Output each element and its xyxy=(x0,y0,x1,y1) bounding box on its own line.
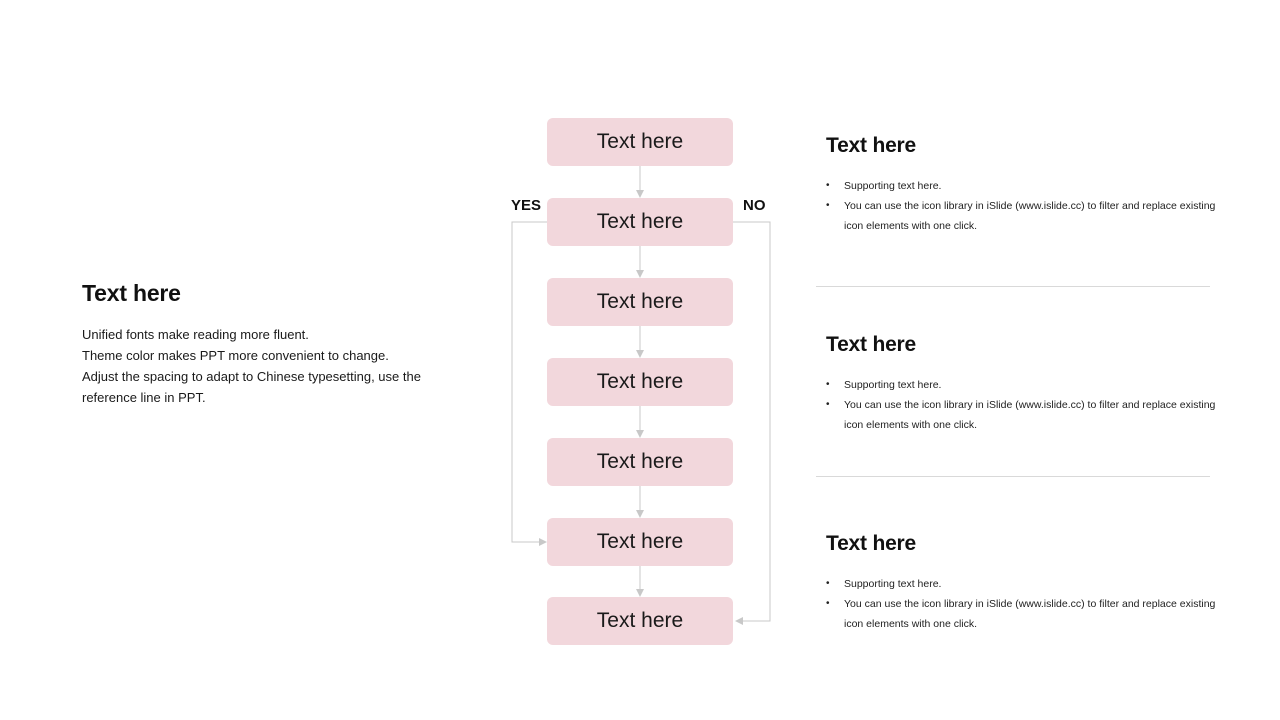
bullet-text: You can use the icon library in iSlide (… xyxy=(844,598,1216,630)
right-section-title: Text here xyxy=(826,532,917,555)
bullet-list: • Supporting text here. • You can use the … xyxy=(826,375,1216,435)
right-section-title: Text here xyxy=(826,134,917,157)
right-section-2: Text here • Supporting text here. • You ca… xyxy=(826,331,1216,435)
bullet-item: • Supporting text here. xyxy=(826,375,1216,395)
flow-step-label: Text here xyxy=(596,290,684,313)
no-branch-connector xyxy=(733,221,771,625)
flow-step-label: Text here xyxy=(596,130,684,153)
flow-step-4[interactable]: Text here xyxy=(547,358,733,406)
bullet-item: • You can use the icon library in iSlide … xyxy=(826,395,1216,435)
flow-step-7[interactable]: Text here xyxy=(547,597,733,645)
bullet-item: • Supporting text here. xyxy=(826,574,1216,594)
bullet-text: Supporting text here. xyxy=(844,578,942,590)
bullet-icon: • xyxy=(826,598,830,609)
right-section-3: Text here • Supporting text here. • You ca… xyxy=(826,530,1216,634)
flow-step-label: Text here xyxy=(596,450,684,473)
yes-label: YES xyxy=(511,197,542,214)
no-label: NO xyxy=(743,197,766,214)
bullet-icon: • xyxy=(826,379,830,390)
bullet-icon: • xyxy=(826,180,830,191)
flow-step-label: Text here xyxy=(596,530,684,553)
flow-step-label: Text here xyxy=(596,210,684,233)
flow-step-1[interactable]: Text here xyxy=(547,118,733,166)
bullet-text: You can use the icon library in iSlide (… xyxy=(844,200,1216,232)
right-section-1: Text here • Supporting text here. • You ca… xyxy=(826,132,1216,236)
left-line-3: Adjust the spacing to adapt to Chinese t… xyxy=(82,369,421,384)
bullet-list: • Supporting text here. • You can use the … xyxy=(826,574,1216,634)
bullet-icon: • xyxy=(826,578,830,589)
bullet-icon: • xyxy=(826,399,830,410)
connector-group xyxy=(511,166,771,625)
bullet-list: • Supporting text here. • You can use the … xyxy=(826,176,1216,236)
left-title: Text here xyxy=(82,280,181,306)
flow-step-label: Text here xyxy=(596,370,684,393)
flow-step-5[interactable]: Text here xyxy=(547,438,733,486)
section-divider-1 xyxy=(816,286,1210,287)
left-line-2: Theme color makes PPT more convenient to… xyxy=(82,348,389,363)
flow-step-label: Text here xyxy=(596,609,684,632)
flow-step-3[interactable]: Text here xyxy=(547,278,733,326)
left-text-block: Text here Unified fonts make reading mor… xyxy=(82,278,462,408)
bullet-icon: • xyxy=(826,200,830,211)
right-section-title: Text here xyxy=(826,333,917,356)
yes-branch-connector xyxy=(511,221,547,546)
section-divider-2 xyxy=(816,476,1210,477)
bullet-text: Supporting text here. xyxy=(844,379,942,391)
bullet-item: • Supporting text here. xyxy=(826,176,1216,196)
left-line-1: Unified fonts make reading more fluent. xyxy=(82,327,309,342)
bullet-text: You can use the icon library in iSlide (… xyxy=(844,399,1216,431)
bullet-text: Supporting text here. xyxy=(844,180,942,192)
left-line-4: reference line in PPT. xyxy=(82,390,206,405)
flow-step-6[interactable]: Text here xyxy=(547,518,733,566)
flow-step-2[interactable]: Text here xyxy=(547,198,733,246)
bullet-item: • You can use the icon library in iSlide … xyxy=(826,594,1216,634)
bullet-item: • You can use the icon library in iSlide … xyxy=(826,196,1216,236)
